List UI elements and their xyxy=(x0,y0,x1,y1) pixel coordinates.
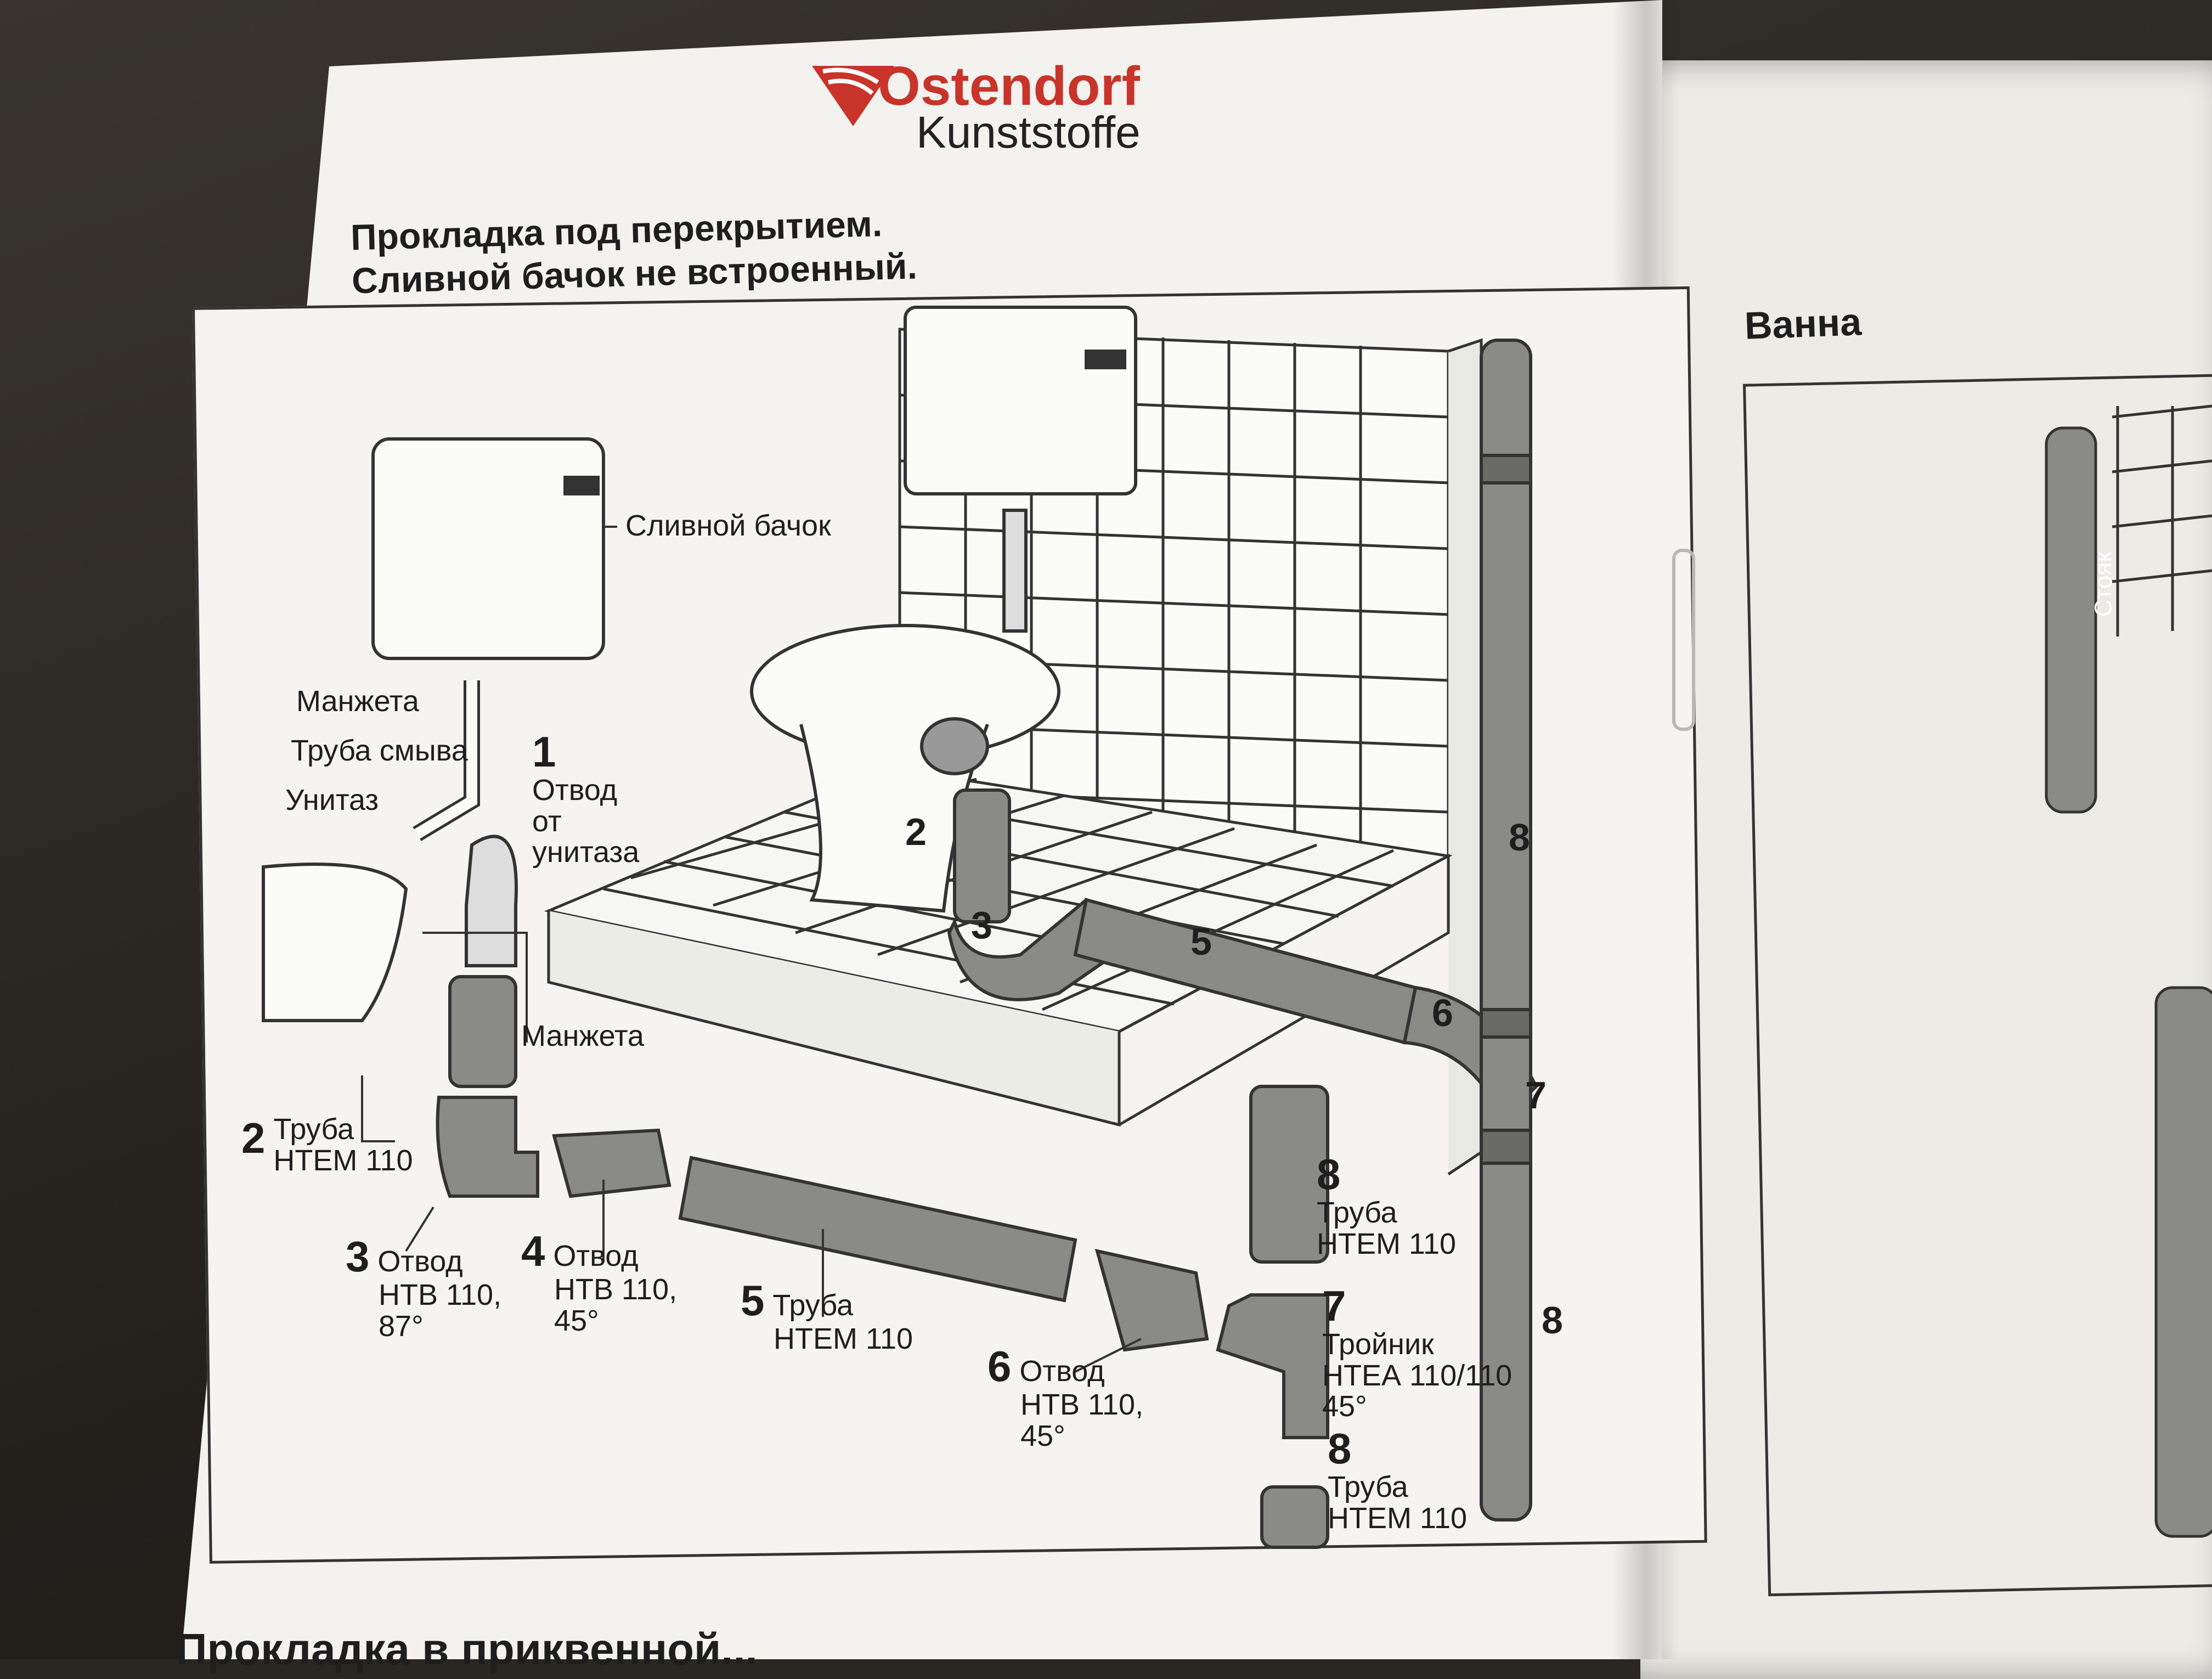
item8a-num: 8 xyxy=(1317,1150,1341,1198)
label-item8b: 8 Труба НТЕМ 110 xyxy=(1328,1424,1468,1535)
item8a-line1: Труба xyxy=(1317,1196,1397,1229)
logo-brand: Ostendorf xyxy=(878,55,1140,117)
diagram-num-2: 2 xyxy=(905,810,927,853)
item7-num: 7 xyxy=(1322,1282,1346,1330)
item2-line1: Труба xyxy=(273,1113,354,1146)
right-diagram-frame xyxy=(1742,373,2212,1597)
item7-line2: НТЕА 110/110 xyxy=(1322,1359,1513,1392)
item6-line2: НТВ 110, xyxy=(1020,1388,1144,1421)
item7-line1: Тройник xyxy=(1322,1327,1434,1361)
logo-sub: Kunststoffe xyxy=(916,108,1141,157)
item3-num: 3 xyxy=(346,1232,370,1281)
label-tank: Сливной бачок xyxy=(625,509,831,542)
toilet-drawing xyxy=(750,306,1137,913)
right-page-title: Ванна xyxy=(1743,300,1863,347)
diagram-num-8a: 8 xyxy=(1509,816,1530,859)
diagram-num-5: 5 xyxy=(1190,920,1212,963)
item4-num: 4 xyxy=(521,1227,545,1275)
label-cuff-bottom: Манжета xyxy=(521,1019,644,1052)
item6-num: 6 xyxy=(988,1342,1012,1390)
label-item2: 2 Труба НТЕМ 110 xyxy=(241,1114,413,1176)
item8b-line2: НТЕМ 110 xyxy=(1328,1501,1468,1535)
label-flush-pipe: Труба смыва xyxy=(291,734,468,767)
item1-line3: унитаза xyxy=(532,836,640,869)
item5-line1: Труба xyxy=(772,1289,854,1322)
item3-line2: НТВ 110, xyxy=(379,1278,502,1311)
label-item1: 1 Отвод от унитаза xyxy=(532,728,640,869)
diagram-num-7: 7 xyxy=(1525,1074,1547,1117)
label-item6: 6 Отвод НТВ 110, 45° xyxy=(988,1344,1143,1451)
label-cuff-top: Манжета xyxy=(296,685,419,718)
diagram-num-3: 3 xyxy=(971,904,992,946)
label-item5: 5 Труба НТЕМ 110 xyxy=(741,1278,913,1355)
item1-line1: Отвод xyxy=(532,773,618,807)
exploded-parts xyxy=(262,437,1329,1549)
label-item4: 4 Отвод НТВ 110, 45° xyxy=(521,1229,677,1336)
diagram-num-8b: 8 xyxy=(1542,1299,1563,1342)
item2-line2: НТЕМ 110 xyxy=(273,1143,413,1177)
item8a-line2: НТЕМ 110 xyxy=(1317,1227,1457,1260)
installed-pipes xyxy=(947,339,1538,1522)
item3-line3: 87° xyxy=(379,1309,424,1343)
label-toilet: Унитаз xyxy=(285,784,379,816)
label-item7: 7 Тройник НТЕА 110/110 45° xyxy=(1322,1282,1513,1423)
item5-line2: НТЕМ 110 xyxy=(774,1322,913,1355)
item8b-num: 8 xyxy=(1328,1424,1352,1473)
item6-line1: Отвод xyxy=(1019,1355,1105,1388)
label-item3: 3 Отвод НТВ 110, 87° xyxy=(346,1232,502,1343)
item4-line3: 45° xyxy=(554,1304,599,1337)
item1-num: 1 xyxy=(532,728,556,776)
leader-lines xyxy=(361,526,1142,1373)
item4-line2: НТВ 110, xyxy=(554,1272,678,1306)
right-page-art xyxy=(2045,404,2212,1538)
riser-label: Стояк xyxy=(2090,551,2117,617)
label-item8a: 8 Труба НТЕМ 110 xyxy=(1317,1152,1456,1259)
item1-line2: от xyxy=(532,804,562,838)
logo-mark-icon xyxy=(812,66,894,126)
item8b-line1: Труба xyxy=(1328,1470,1408,1503)
item2-num: 2 xyxy=(241,1113,266,1162)
item4-line1: Отвод xyxy=(553,1239,639,1272)
diagram-num-6: 6 xyxy=(1432,991,1453,1034)
item6-line3: 45° xyxy=(1020,1419,1065,1452)
staple-clip xyxy=(1672,549,1695,731)
item5-num: 5 xyxy=(741,1276,765,1325)
footer-heading: Прокладка в приквенной... xyxy=(176,1625,758,1674)
item7-line3: 45° xyxy=(1322,1390,1367,1423)
right-page xyxy=(1640,60,2212,1679)
item3-line1: Отвод xyxy=(377,1245,463,1278)
